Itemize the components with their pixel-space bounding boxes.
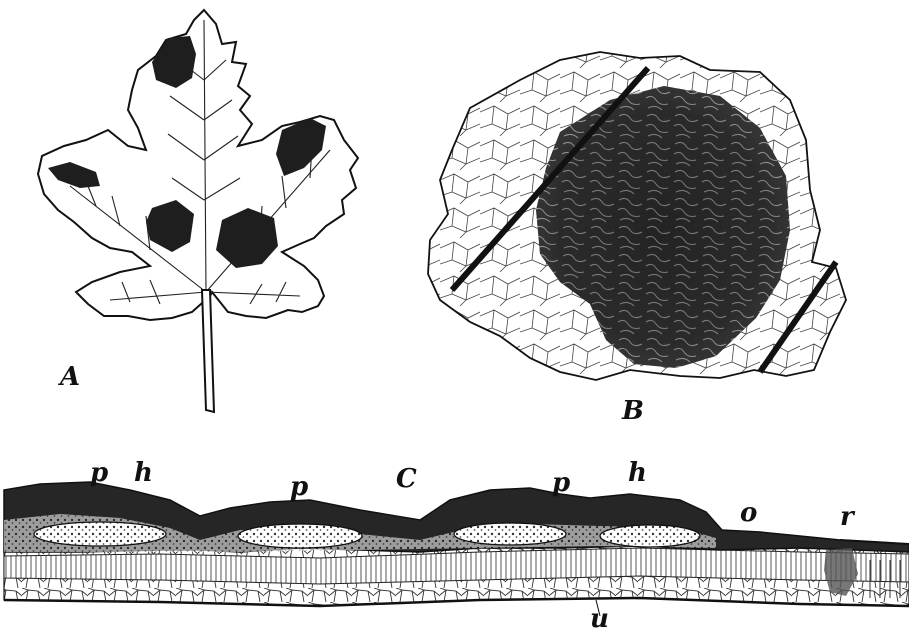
label-u: u	[590, 606, 609, 632]
perithecium	[34, 522, 166, 546]
label-p-3: p	[552, 470, 570, 496]
perithecium	[600, 525, 700, 547]
label-o: o	[740, 500, 757, 526]
perithecium	[238, 524, 362, 548]
label-figure-b: B	[622, 398, 644, 424]
label-p-1: p	[90, 460, 108, 486]
label-figure-c: C	[396, 466, 417, 492]
label-r: r	[840, 504, 854, 530]
perithecium	[454, 523, 566, 545]
label-p-2: p	[290, 474, 308, 500]
leaf-outline	[38, 10, 358, 320]
cross-section-c	[4, 482, 909, 606]
leaf-a	[38, 10, 358, 412]
label-figure-a: A	[60, 364, 80, 390]
label-h-1: h	[134, 460, 153, 486]
leaf-fragment-b	[428, 52, 846, 380]
label-h-2: h	[628, 460, 647, 486]
leaf-stalk	[202, 290, 214, 412]
